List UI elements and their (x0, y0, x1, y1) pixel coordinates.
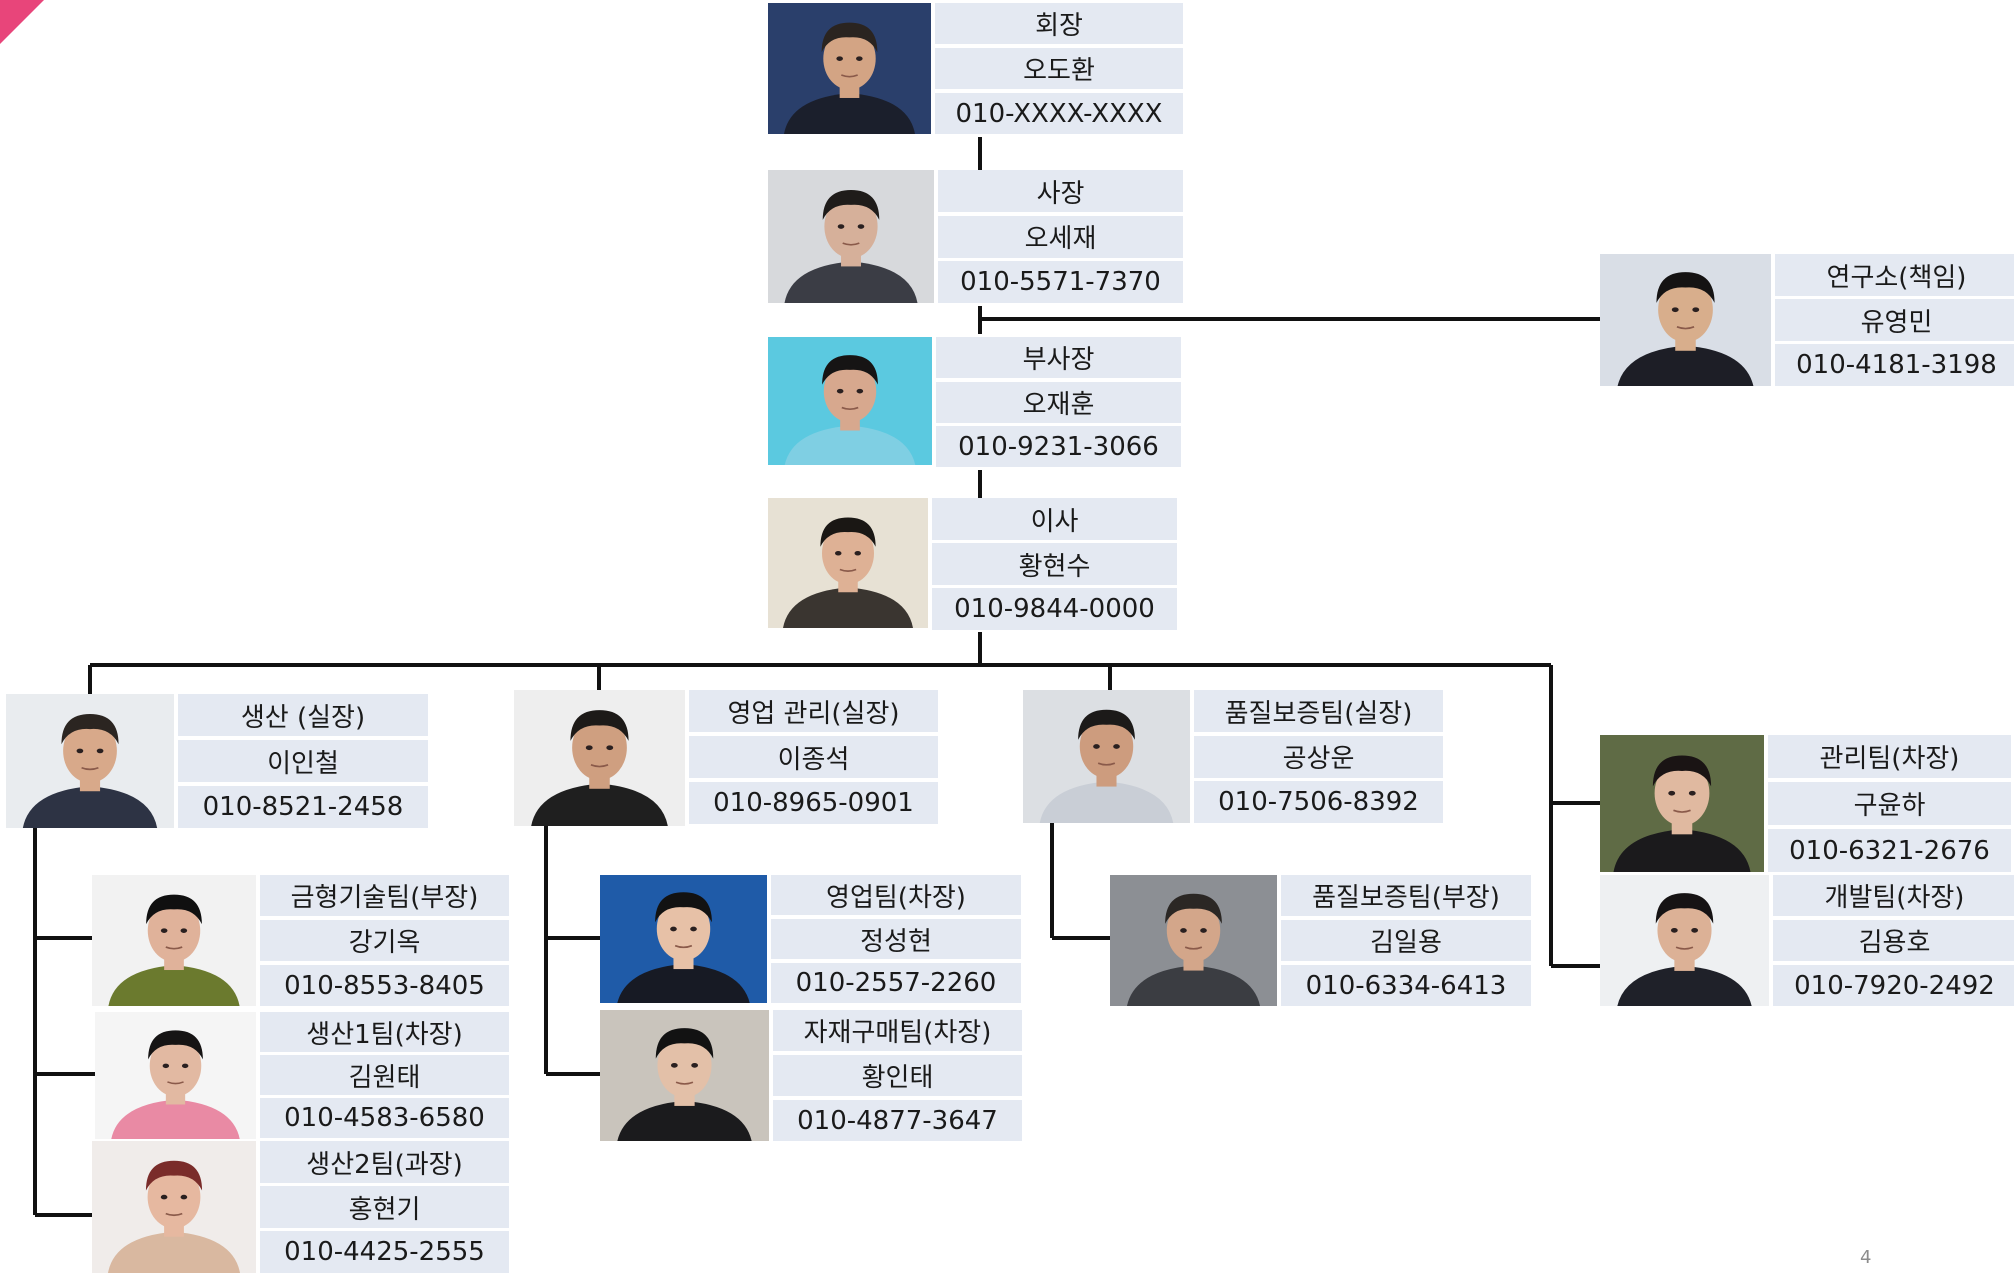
person-name: 공상운 (1194, 735, 1443, 778)
portrait-photo (1600, 254, 1771, 386)
phone-number: 010-8521-2458 (178, 786, 428, 828)
job-title: 영업 관리(실장) (689, 690, 938, 732)
phone-number: 010-7506-8392 (1194, 781, 1443, 823)
phone-number: 010-4425-2555 (260, 1231, 509, 1273)
job-title: 사장 (938, 170, 1183, 212)
phone-number: 010-6334-6413 (1281, 965, 1531, 1006)
person-name: 강기옥 (260, 920, 509, 961)
person-name: 황현수 (932, 543, 1177, 585)
portrait-photo (514, 690, 685, 826)
person-name: 오재훈 (936, 381, 1181, 423)
portrait-photo (1023, 690, 1190, 823)
phone-number: 010-8965-0901 (689, 782, 938, 824)
phone-number: 010-2557-2260 (771, 963, 1021, 1003)
job-title: 부사장 (936, 337, 1181, 378)
portrait-photo (95, 1012, 256, 1139)
phone-number: 010-6321-2676 (1768, 829, 2011, 872)
portrait-photo (6, 694, 174, 828)
job-title: 개발팀(차장) (1773, 875, 2014, 916)
phone-number: 010-8553-8405 (260, 965, 509, 1006)
person-name: 황인태 (773, 1055, 1022, 1096)
job-title: 품질보증팀(부장) (1281, 875, 1531, 916)
job-title: 생산1팀(차장) (260, 1012, 509, 1052)
person-name: 김원태 (260, 1055, 509, 1095)
portrait-photo (768, 3, 931, 134)
corner-accent (0, 0, 44, 44)
portrait-photo (92, 875, 256, 1006)
page-number: 4 (1860, 1247, 1872, 1268)
job-title: 품질보증팀(실장) (1194, 690, 1443, 732)
person-name: 오도환 (935, 48, 1183, 89)
job-title: 연구소(책임) (1775, 254, 2014, 296)
portrait-photo (92, 1141, 256, 1273)
portrait-photo (768, 170, 934, 303)
portrait-photo (1110, 875, 1277, 1006)
phone-number: 010-5571-7370 (938, 261, 1183, 303)
portrait-photo (600, 875, 767, 1003)
person-name: 김일용 (1281, 920, 1531, 961)
person-name: 이인철 (178, 740, 428, 782)
job-title: 생산2팀(과장) (260, 1141, 509, 1183)
job-title: 생산 (실장) (178, 694, 428, 736)
person-name: 이종석 (689, 736, 938, 778)
job-title: 회장 (935, 3, 1183, 44)
phone-number: 010-XXXX-XXXX (935, 93, 1183, 134)
job-title: 금형기술팀(부장) (260, 875, 509, 916)
job-title: 영업팀(차장) (771, 875, 1021, 915)
phone-number: 010-9844-0000 (932, 588, 1177, 630)
person-name: 홍현기 (260, 1186, 509, 1228)
phone-number: 010-4877-3647 (773, 1100, 1022, 1141)
person-name: 정성현 (771, 919, 1021, 959)
person-name: 유영민 (1775, 299, 2014, 341)
portrait-photo (1600, 735, 1764, 872)
person-name: 오세재 (938, 215, 1183, 258)
portrait-photo (768, 498, 928, 628)
phone-number: 010-4583-6580 (260, 1098, 509, 1138)
person-name: 김용호 (1773, 920, 2014, 961)
phone-number: 010-4181-3198 (1775, 344, 2014, 386)
portrait-photo (600, 1010, 769, 1141)
person-name: 구윤하 (1768, 782, 2011, 825)
job-title: 자재구매팀(차장) (773, 1010, 1022, 1051)
portrait-photo (1600, 875, 1769, 1006)
job-title: 관리팀(차장) (1768, 735, 2011, 778)
portrait-photo (768, 337, 932, 465)
job-title: 이사 (932, 498, 1177, 540)
phone-number: 010-9231-3066 (936, 426, 1181, 467)
phone-number: 010-7920-2492 (1773, 965, 2014, 1006)
